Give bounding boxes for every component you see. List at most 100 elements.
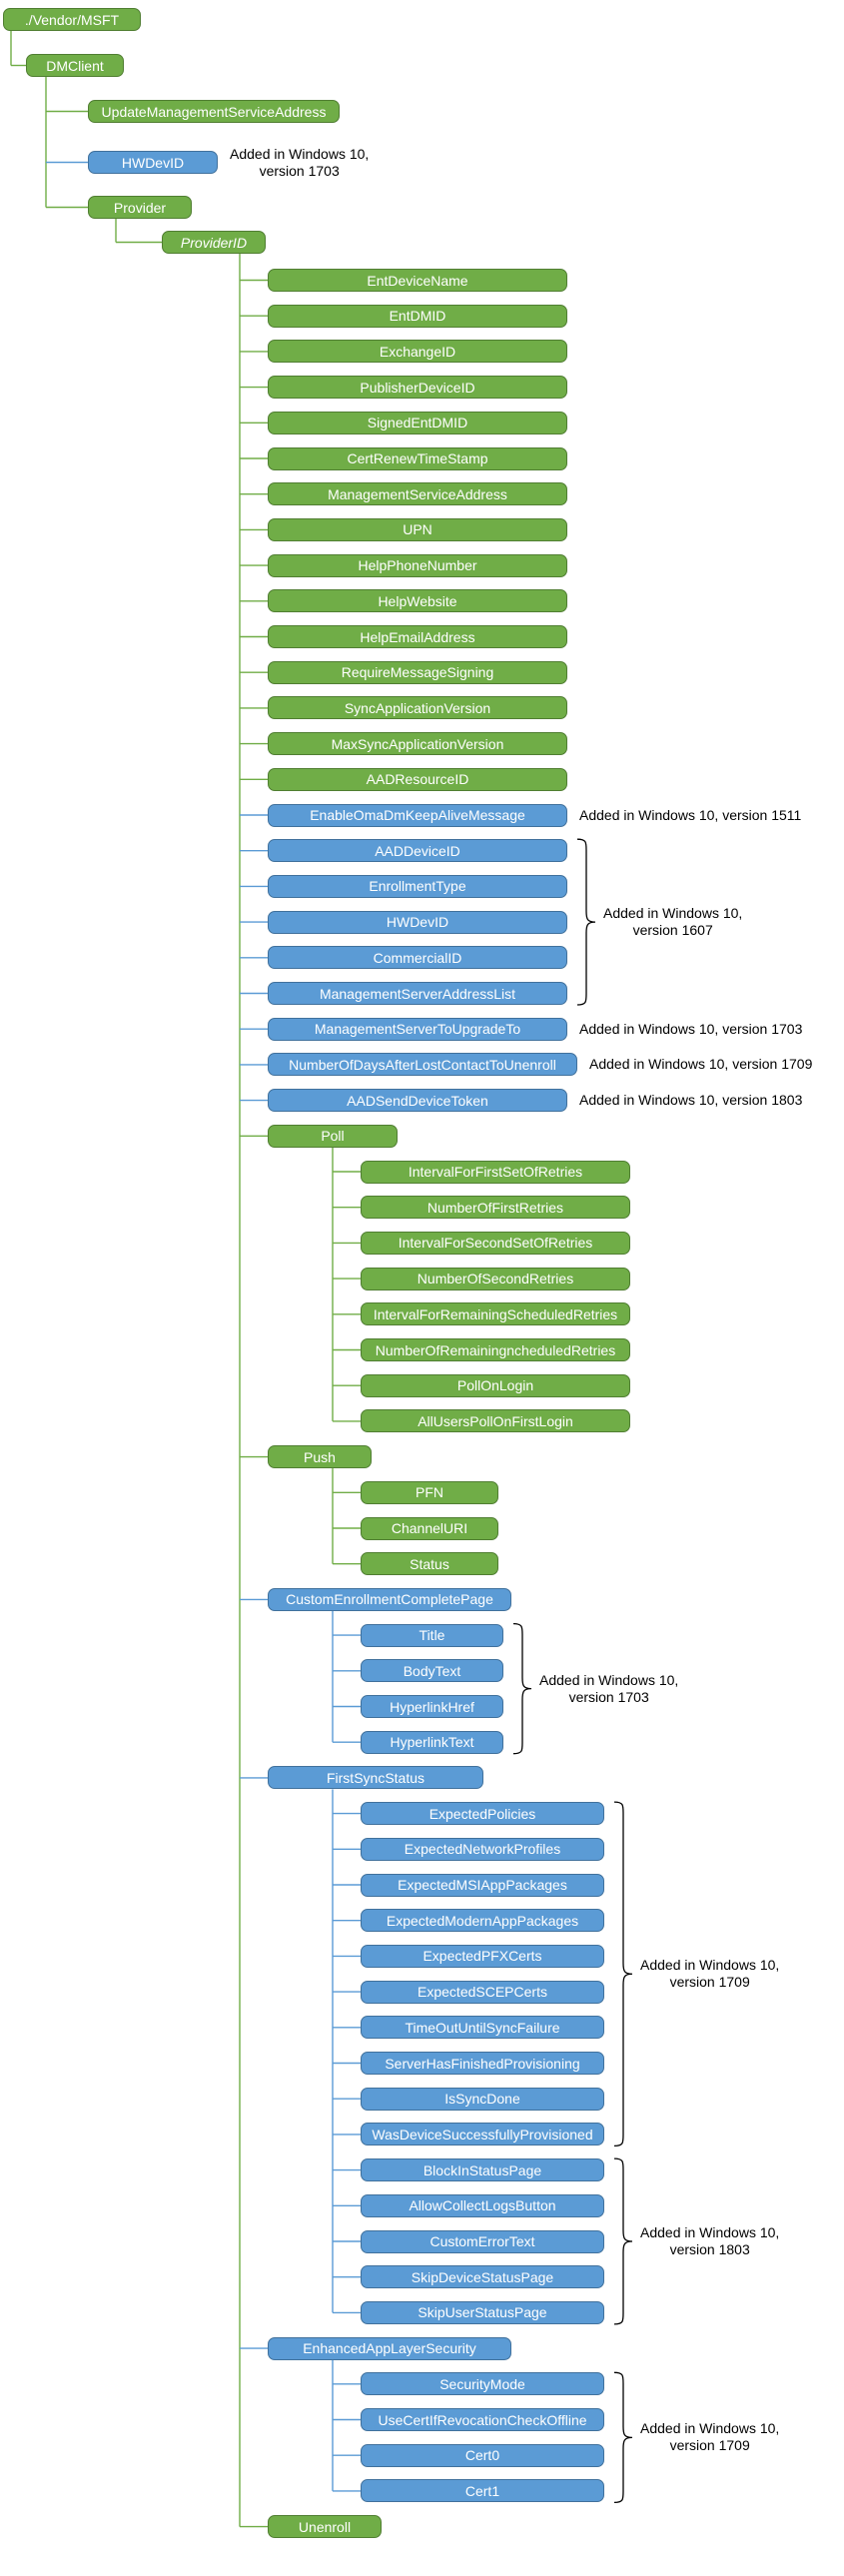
node-managementserveraddresslist: ManagementServerAddressList — [268, 982, 567, 1005]
node-label: UseCertIfRevocationCheckOffline — [378, 2411, 587, 2428]
grouping-brace — [613, 2157, 633, 2325]
node-label: DMClient — [46, 57, 104, 74]
node-label: IntervalForRemainingScheduledRetries — [373, 1305, 618, 1322]
node-label: HelpPhoneNumber — [358, 557, 477, 574]
node-label: MaxSyncApplicationVersion — [331, 735, 504, 752]
node-bodytext: BodyText — [361, 1659, 503, 1683]
node-poll: Poll — [268, 1124, 398, 1148]
brace-annotation: Added in Windows 10,version 1709 — [640, 2420, 779, 2454]
grouping-brace — [613, 2371, 633, 2504]
node-label: HyperlinkHref — [390, 1698, 474, 1715]
node-pollonlogin: PollOnLogin — [361, 1373, 630, 1397]
node-skipuserstatuspage: SkipUserStatusPage — [361, 2300, 604, 2324]
node-securitymode: SecurityMode — [361, 2372, 604, 2396]
node-label: ManagementServiceAddress — [328, 485, 507, 502]
node-syncapplicationversion: SyncApplicationVersion — [268, 696, 567, 720]
node-label: PollOnLogin — [456, 1377, 534, 1394]
node-upn: UPN — [268, 517, 567, 541]
node-signedentdmid: SignedEntDMID — [268, 411, 567, 434]
brace-annotation: Added in Windows 10,version 1607 — [603, 905, 742, 939]
version-annotation-line: Added in Windows 10, version 1803 — [579, 1092, 803, 1109]
node-unenroll: Unenroll — [268, 2515, 382, 2539]
node-label: Title — [419, 1627, 445, 1644]
node-label: PublisherDeviceID — [360, 379, 475, 396]
node-label: HyperlinkText — [390, 1734, 474, 1751]
node-cert1: Cert1 — [361, 2479, 604, 2503]
node-allowcollectlogsbutton: AllowCollectLogsButton — [361, 2193, 604, 2217]
node-helpemailaddress: HelpEmailAddress — [268, 625, 567, 648]
node-label: AllowCollectLogsButton — [409, 2197, 556, 2214]
node-hwdevid: HWDevID — [88, 151, 218, 174]
node-label: PFN — [416, 1484, 443, 1501]
node-cert0: Cert0 — [361, 2443, 604, 2467]
version-annotation-line: Added in Windows 10, — [230, 145, 370, 162]
version-annotation: Added in Windows 10, version 1703 — [579, 1021, 802, 1038]
node-label: EnhancedAppLayerSecurity — [303, 2340, 476, 2357]
node-label: ManagementServerToUpgradeTo — [314, 1021, 521, 1038]
version-annotation: Added in Windows 10, version 1709 — [589, 1056, 812, 1073]
node-label: ./Vendor/MSFT — [24, 11, 120, 28]
node-label: CommercialID — [373, 949, 462, 966]
node-skipdevicestatuspage: SkipDeviceStatusPage — [361, 2265, 604, 2289]
node-title: Title — [361, 1623, 503, 1647]
node-label: FirstSyncStatus — [326, 1769, 425, 1786]
brace-annotation: Added in Windows 10,version 1803 — [640, 2224, 779, 2258]
node-hwdevid: HWDevID — [268, 910, 567, 934]
node-serverhasfinishedprovisioning: ServerHasFinishedProvisioning — [361, 2052, 604, 2075]
node-label: HelpEmailAddress — [360, 628, 475, 645]
node-label: ExpectedNetworkProfiles — [404, 1841, 561, 1858]
node-exchangeid: ExchangeID — [268, 340, 567, 364]
version-annotation-line: Added in Windows 10, version 1511 — [579, 806, 802, 823]
node-label: EntDMID — [389, 308, 446, 325]
node-label: UPN — [403, 521, 432, 538]
brace-annotation: Added in Windows 10,version 1709 — [640, 1957, 779, 1991]
node-label: NumberOfFirstRetries — [426, 1199, 564, 1216]
node-maxsyncapplicationversion: MaxSyncApplicationVersion — [268, 732, 567, 756]
node-label: UpdateManagementServiceAddress — [101, 103, 327, 120]
node-customenrollmentcompletepage: CustomEnrollmentCompletePage — [268, 1587, 511, 1611]
brace-annotation-line: version 1703 — [568, 1688, 649, 1705]
version-annotation: Added in Windows 10, version 1803 — [579, 1092, 802, 1109]
node-label: NumberOfDaysAfterLostContactToUnenroll — [289, 1056, 556, 1073]
node-label: BodyText — [403, 1662, 461, 1679]
node-label: SignedEntDMID — [367, 415, 468, 431]
node-label: Unenroll — [298, 2518, 352, 2535]
node-label: WasDeviceSuccessfullyProvisioned — [372, 2126, 593, 2143]
brace-annotation-line: version 1607 — [632, 922, 713, 939]
node-push: Push — [268, 1445, 372, 1469]
node-label: SecurityMode — [439, 2375, 525, 2392]
node-label: BlockInStatusPage — [422, 2161, 542, 2178]
node-label: ExchangeID — [379, 343, 456, 360]
node-firstsyncstatus: FirstSyncStatus — [268, 1766, 483, 1790]
node-expectedpfxcerts: ExpectedPFXCerts — [361, 1944, 604, 1968]
brace-annotation-line: version 1709 — [669, 2437, 750, 2454]
brace-annotation-line: Added in Windows 10, — [640, 2420, 780, 2437]
brace-annotation: Added in Windows 10,version 1703 — [539, 1672, 678, 1706]
node-label: EntDeviceName — [367, 272, 468, 289]
node-intervalforfirstsetofretries: IntervalForFirstSetOfRetries — [361, 1160, 630, 1184]
node-issyncdone: IsSyncDone — [361, 2087, 604, 2111]
node-numberoffirstretries: NumberOfFirstRetries — [361, 1196, 630, 1220]
node-label: Cert1 — [464, 2482, 500, 2499]
version-annotation: Added in Windows 10,version 1703 — [230, 146, 369, 180]
grouping-brace — [512, 1622, 532, 1755]
node-entdmid: EntDMID — [268, 304, 567, 328]
node-label: IntervalForSecondSetOfRetries — [398, 1235, 593, 1252]
node-aadresourceid: AADResourceID — [268, 767, 567, 791]
node-label: HWDevID — [386, 914, 449, 931]
node-aaddeviceid: AADDeviceID — [268, 839, 567, 863]
node-label: SkipUserStatusPage — [418, 2304, 547, 2321]
node-customerrortext: CustomErrorText — [361, 2229, 604, 2253]
node-numberofremainingncheduledretries: NumberOfRemainingncheduledRetries — [361, 1338, 630, 1361]
node-provider: Provider — [88, 196, 192, 219]
node-label: ExpectedPFXCerts — [422, 1948, 542, 1965]
node-channeluri: ChannelURI — [361, 1516, 498, 1540]
node-updatemanagementserviceaddress: UpdateManagementServiceAddress — [88, 100, 340, 123]
node-label: ExpectedPolicies — [428, 1805, 536, 1822]
node-label: Provider — [113, 199, 167, 216]
node-label: TimeOutUntilSyncFailure — [405, 2019, 560, 2036]
node-numberofsecondretries: NumberOfSecondRetries — [361, 1267, 630, 1290]
brace-annotation-line: version 1709 — [669, 1974, 750, 1991]
node-label: ManagementServerAddressList — [319, 985, 516, 1002]
brace-annotation-line: Added in Windows 10, — [640, 2224, 780, 2240]
